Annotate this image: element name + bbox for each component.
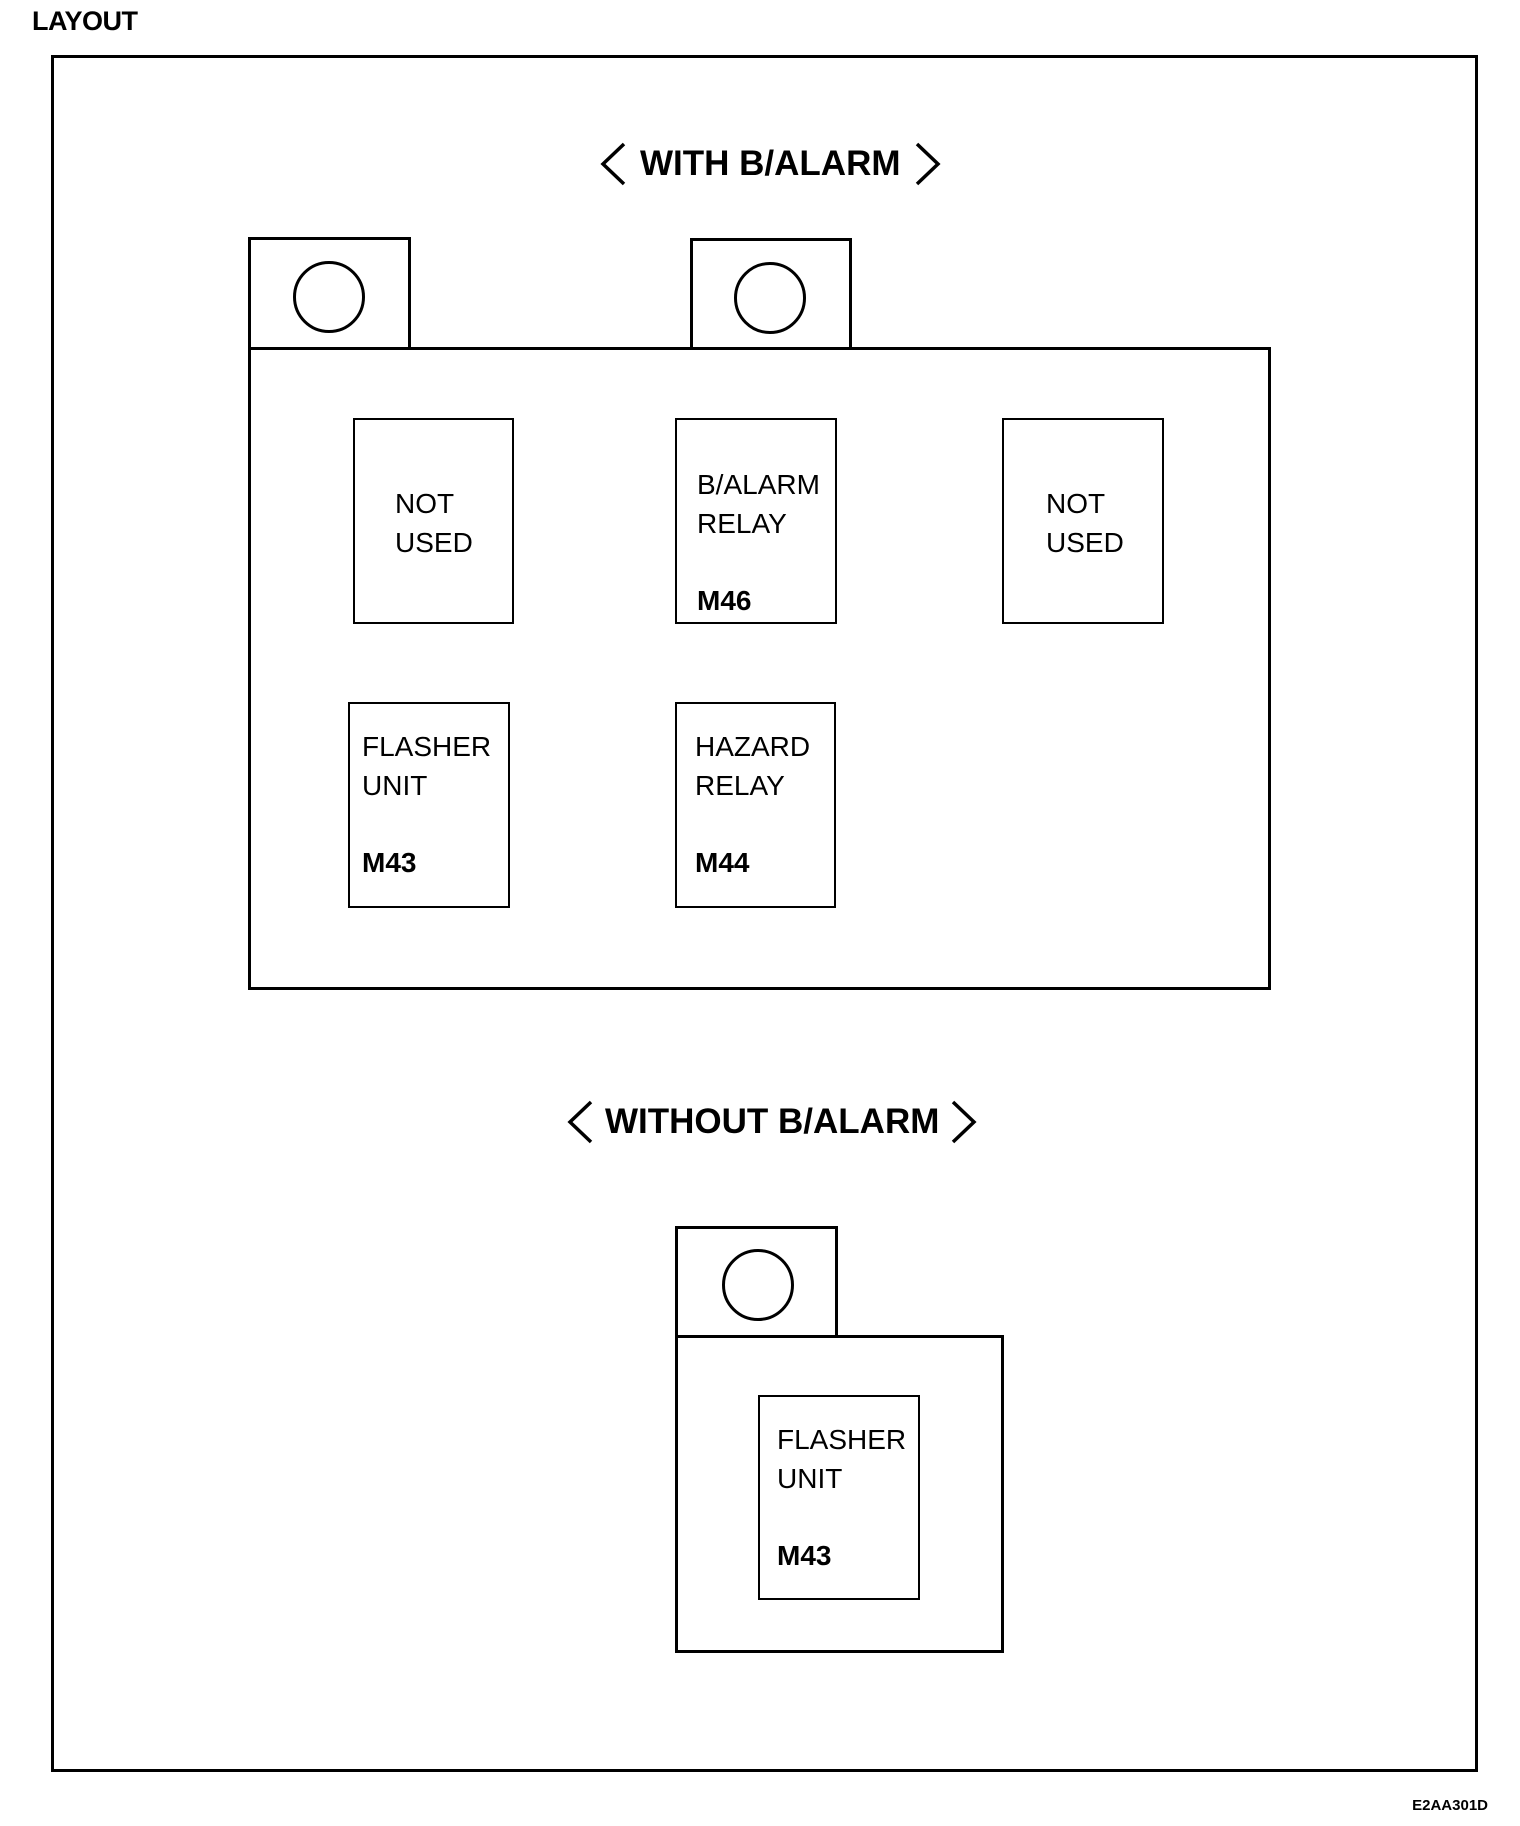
- slot-label-line: NOT: [395, 488, 455, 519]
- without-alarm-heading-text: WITHOUT B/ALARM: [605, 1102, 940, 1141]
- left-angle-bracket-icon: [600, 142, 626, 186]
- relay-slot-not-used-right: NOT USED: [1002, 418, 1164, 624]
- mounting-tab-center: [690, 238, 852, 350]
- relay-slot-flasher-unit: FLASHER UNIT M43: [758, 1395, 920, 1600]
- relay-slot-flasher-unit: FLASHER UNIT M43: [348, 702, 510, 908]
- with-alarm-heading-text: WITH B/ALARM: [640, 144, 901, 183]
- slot-label-line: USED: [395, 527, 473, 558]
- connector-code: M46: [697, 585, 752, 616]
- relay-block-without-alarm: FLASHER UNIT M43: [675, 1335, 1004, 1653]
- mounting-tab-without-alarm: [675, 1226, 838, 1338]
- slot-label-line: USED: [1046, 527, 1124, 558]
- relay-slot-hazard-relay: HAZARD RELAY M44: [675, 702, 836, 908]
- left-angle-bracket-icon: [567, 1100, 593, 1144]
- mounting-hole-icon: [722, 1249, 794, 1321]
- slot-label-line: RELAY: [695, 770, 785, 801]
- connector-code: M43: [777, 1540, 832, 1571]
- mounting-hole-icon: [734, 262, 806, 334]
- slot-label-line: UNIT: [362, 770, 428, 801]
- slot-label-line: FLASHER: [777, 1424, 907, 1455]
- right-angle-bracket-icon: [952, 1100, 977, 1144]
- figure-code: E2AA301D: [1412, 1797, 1488, 1814]
- relay-slot-b-alarm-relay: B/ALARM RELAY M46: [675, 418, 837, 624]
- slot-label-line: UNIT: [777, 1463, 843, 1494]
- slot-label-line: RELAY: [697, 508, 787, 539]
- mounting-hole-icon: [293, 261, 365, 333]
- slot-label-line: B/ALARM: [697, 469, 820, 500]
- right-angle-bracket-icon: [915, 142, 941, 186]
- slot-label-line: HAZARD: [695, 731, 811, 762]
- page-title: LAYOUT: [32, 6, 138, 36]
- relay-slot-not-used-left: NOT USED: [353, 418, 514, 624]
- connector-code: M44: [695, 847, 750, 878]
- mounting-tab-left: [248, 237, 411, 350]
- with-alarm-heading: WITH B/ALARM: [598, 138, 943, 190]
- slot-label-line: FLASHER: [362, 731, 492, 762]
- connector-code: M43: [362, 847, 417, 878]
- layout-frame: [51, 55, 1478, 1772]
- without-alarm-heading: WITHOUT B/ALARM: [565, 1096, 979, 1148]
- slot-label-line: NOT: [1046, 488, 1106, 519]
